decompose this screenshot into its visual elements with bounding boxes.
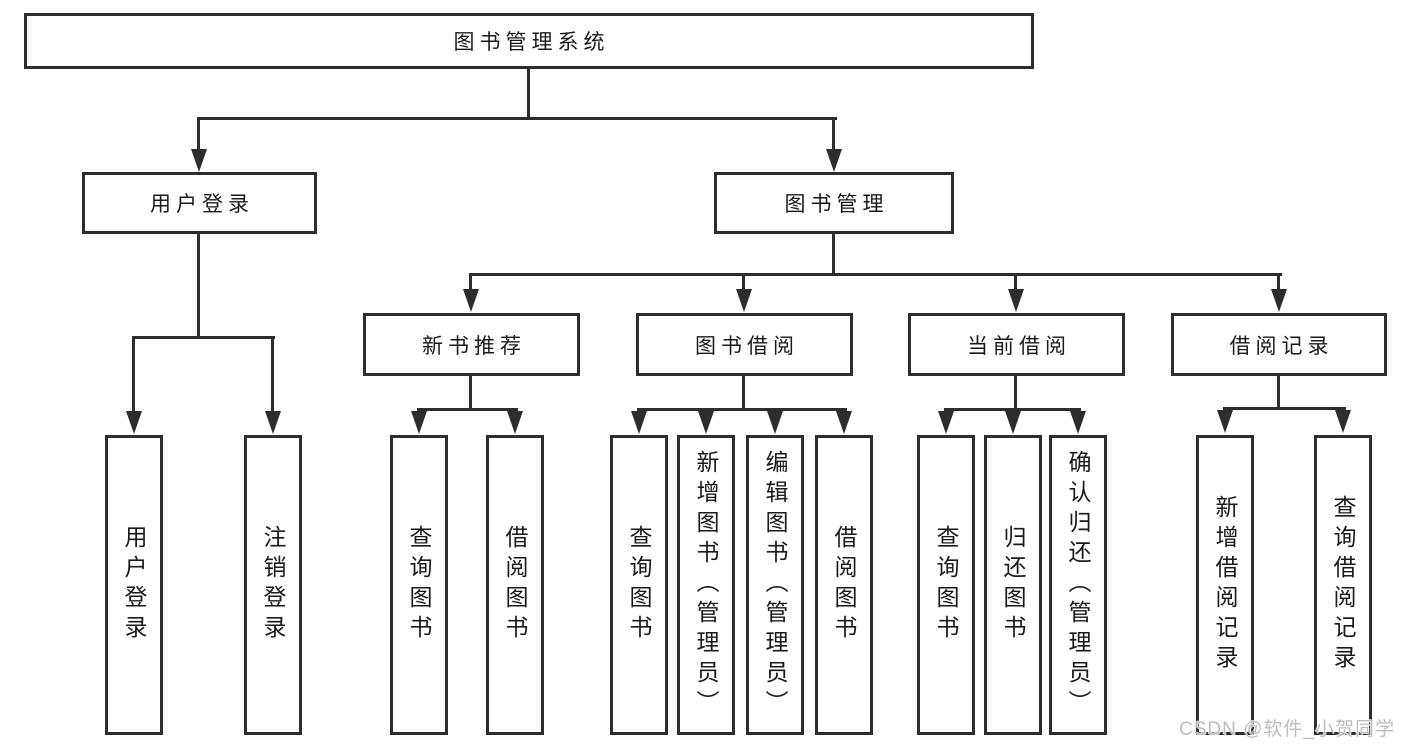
node-new-book-recommend: 新书推荐	[363, 313, 580, 376]
leaf-cb-return-books: 归还图书	[984, 435, 1042, 735]
arrow-down-icon	[1217, 410, 1233, 433]
leaf-user-login: 用户登录	[105, 435, 163, 735]
arrow-down-icon	[767, 411, 783, 434]
leaf-nb-query-books: 查询图书	[390, 435, 448, 735]
arrow-down-icon	[191, 149, 207, 172]
arrow-down-icon	[463, 289, 479, 312]
connector-root-stem	[527, 69, 530, 117]
leaf-bb-add-books-admin: 新增图书（管理员）	[677, 435, 735, 735]
arrow-down-icon	[1335, 410, 1351, 433]
arrow-down-icon	[836, 411, 852, 434]
node-book-management: 图书管理	[714, 172, 954, 234]
connector-drop-new-book	[469, 276, 472, 290]
leaf-nb-borrow-books: 借阅图书	[486, 435, 544, 735]
leaf-br-query-record: 查询借阅记录	[1314, 435, 1372, 735]
arrow-down-icon	[507, 411, 523, 434]
leaf-cb-query-books: 查询图书	[917, 435, 975, 735]
arrow-down-icon	[938, 411, 954, 434]
connector-drop-leaf-user-login	[132, 339, 135, 411]
leaf-cb-confirm-return-admin: 确认归还（管理员）	[1049, 435, 1107, 735]
csdn-watermark: CSDN @软件_小贺同学	[1179, 719, 1395, 740]
leaf-bb-borrow-books: 借阅图书	[815, 435, 873, 735]
connector-book-borrowing-rail	[637, 408, 847, 411]
arrow-down-icon	[1005, 411, 1021, 434]
arrow-down-icon	[631, 411, 647, 434]
connector-borrow-records-rail	[1223, 407, 1346, 410]
connector-new-book-stem	[469, 376, 472, 411]
node-book-borrowing: 图书借阅	[636, 313, 853, 376]
connector-drop-book-borrowing	[742, 276, 745, 290]
connector-drop-book-management	[832, 120, 835, 151]
connector-new-book-rail	[417, 408, 518, 411]
connector-drop-user-login	[197, 120, 200, 151]
connector-current-borrowing-rail	[944, 408, 1081, 411]
connector-drop-current-borrowing	[1014, 276, 1017, 290]
arrow-down-icon	[736, 289, 752, 312]
connector-level3-rail	[469, 273, 1282, 276]
connector-book-borrowing-stem	[742, 376, 745, 411]
connector-borrow-records-stem	[1277, 376, 1280, 410]
leaf-logout: 注销登录	[244, 435, 302, 735]
arrow-down-icon	[265, 411, 281, 434]
connector-book-management-stem	[832, 234, 835, 276]
connector-level2-rail	[197, 117, 837, 120]
connector-current-borrowing-stem	[1014, 376, 1017, 411]
leaf-bb-query-books: 查询图书	[610, 435, 668, 735]
connector-user-login-stem	[197, 234, 200, 339]
leaf-br-add-record: 新增借阅记录	[1196, 435, 1254, 735]
connector-user-login-rail	[132, 336, 275, 339]
arrow-down-icon	[1070, 411, 1086, 434]
node-library-system: 图书管理系统	[24, 13, 1034, 69]
arrow-down-icon	[1271, 289, 1287, 312]
arrow-down-icon	[698, 411, 714, 434]
node-user-login-group: 用户登录	[82, 172, 317, 234]
arrow-down-icon	[826, 149, 842, 172]
connector-drop-borrow-records	[1277, 276, 1280, 290]
node-borrow-records: 借阅记录	[1171, 313, 1387, 376]
connector-drop-leaf-logout	[271, 339, 274, 411]
arrow-down-icon	[1008, 289, 1024, 312]
node-current-borrowing: 当前借阅	[908, 313, 1125, 376]
arrow-down-icon	[411, 411, 427, 434]
arrow-down-icon	[126, 411, 142, 434]
leaf-bb-edit-books-admin: 编辑图书（管理员）	[746, 435, 804, 735]
